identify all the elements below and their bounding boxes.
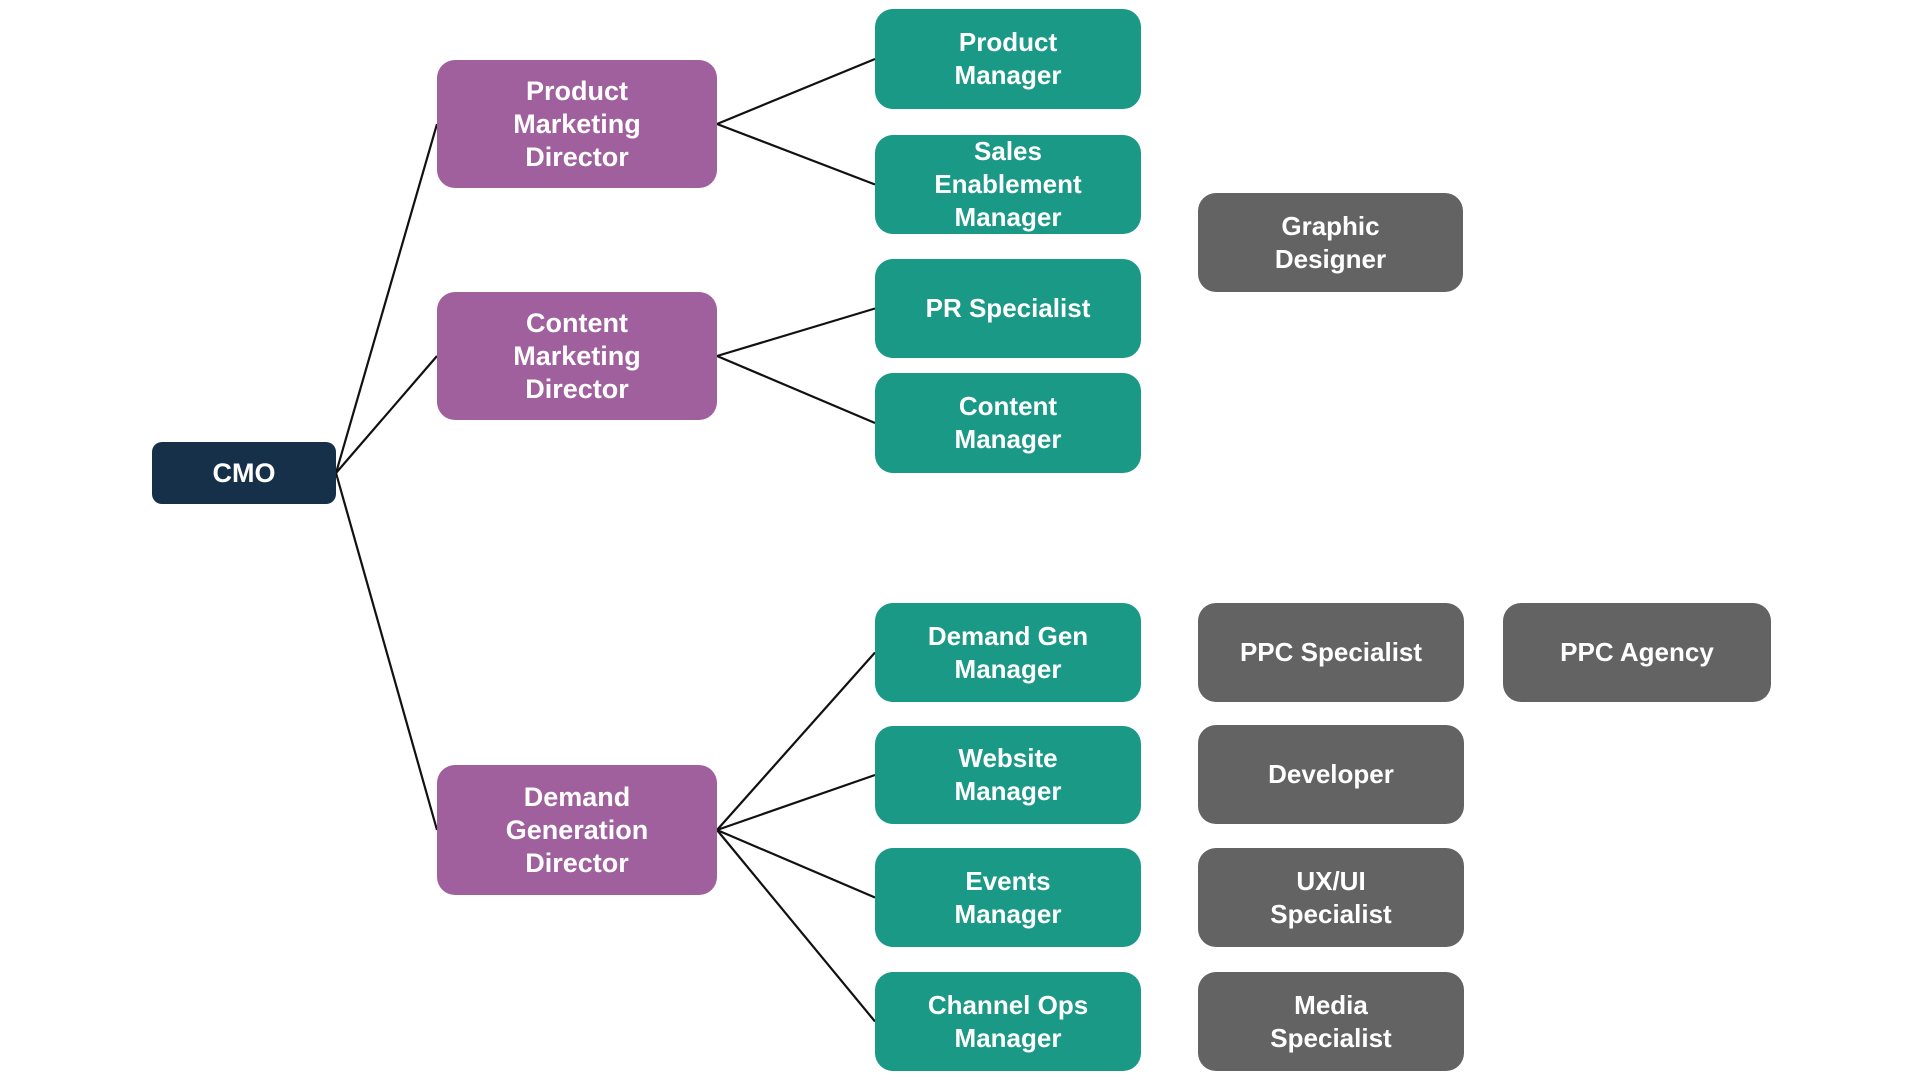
node-demand-gen-manager[interactable]: Demand Gen Manager xyxy=(875,603,1141,702)
node-ppc-agency[interactable]: PPC Agency xyxy=(1503,603,1771,702)
node-product-manager[interactable]: Product Manager xyxy=(875,9,1141,109)
connector-product-marketing-director-to-product-manager xyxy=(716,57,876,126)
node-pr-specialist[interactable]: PR Specialist xyxy=(875,259,1141,358)
node-channel-ops-manager[interactable]: Channel Ops Manager xyxy=(875,972,1141,1071)
connector-demand-generation-director-to-demand-gen-manager xyxy=(716,651,876,831)
connector-cmo-to-product-marketing-director xyxy=(334,123,439,474)
node-content-manager[interactable]: Content Manager xyxy=(875,373,1141,473)
node-developer[interactable]: Developer xyxy=(1198,725,1464,824)
node-cmo[interactable]: CMO xyxy=(152,442,336,504)
node-graphic-designer[interactable]: Graphic Designer xyxy=(1198,193,1463,292)
connector-demand-generation-director-to-website-manager xyxy=(716,773,876,832)
node-media-specialist[interactable]: Media Specialist xyxy=(1198,972,1464,1071)
connector-content-marketing-director-to-content-manager xyxy=(716,354,876,425)
connector-demand-generation-director-to-events-manager xyxy=(716,828,876,899)
node-demand-generation-director[interactable]: Demand Generation Director xyxy=(437,765,717,895)
node-product-marketing-director[interactable]: Product Marketing Director xyxy=(437,60,717,188)
connector-cmo-to-demand-generation-director xyxy=(334,472,439,831)
connector-product-marketing-director-to-sales-enablement-manager xyxy=(716,122,876,186)
node-ppc-specialist[interactable]: PPC Specialist xyxy=(1198,603,1464,702)
connector-cmo-to-content-marketing-director xyxy=(335,355,438,474)
connector-demand-generation-director-to-channel-ops-manager xyxy=(716,829,876,1023)
node-content-marketing-director[interactable]: Content Marketing Director xyxy=(437,292,717,420)
node-sales-enablement-manager[interactable]: Sales Enablement Manager xyxy=(875,135,1141,234)
node-ux-ui-specialist[interactable]: UX/UI Specialist xyxy=(1198,848,1464,947)
node-events-manager[interactable]: Events Manager xyxy=(875,848,1141,947)
connector-content-marketing-director-to-pr-specialist xyxy=(716,307,876,358)
node-website-manager[interactable]: Website Manager xyxy=(875,726,1141,824)
